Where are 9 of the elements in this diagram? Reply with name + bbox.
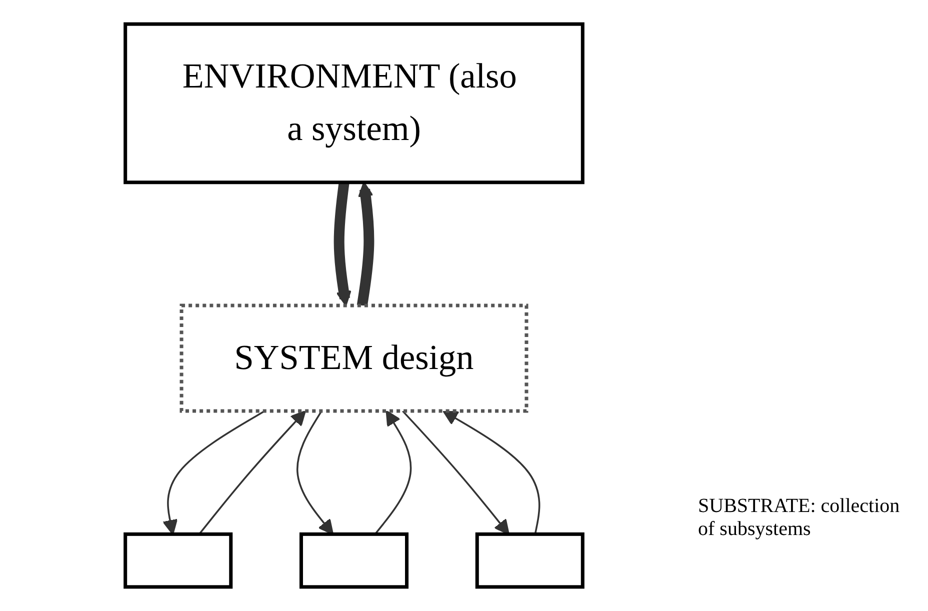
node-box [475,532,584,589]
node-box: SYSTEM design [180,304,528,413]
note-text: SUBSTRATE: collection of subsystems [698,495,901,541]
arrow [356,182,374,306]
node-box [299,532,409,589]
arrow [334,182,352,306]
arrow [296,410,334,535]
node-box [124,532,233,589]
node-box: ENVIRONMENT (also a system) [124,22,584,184]
